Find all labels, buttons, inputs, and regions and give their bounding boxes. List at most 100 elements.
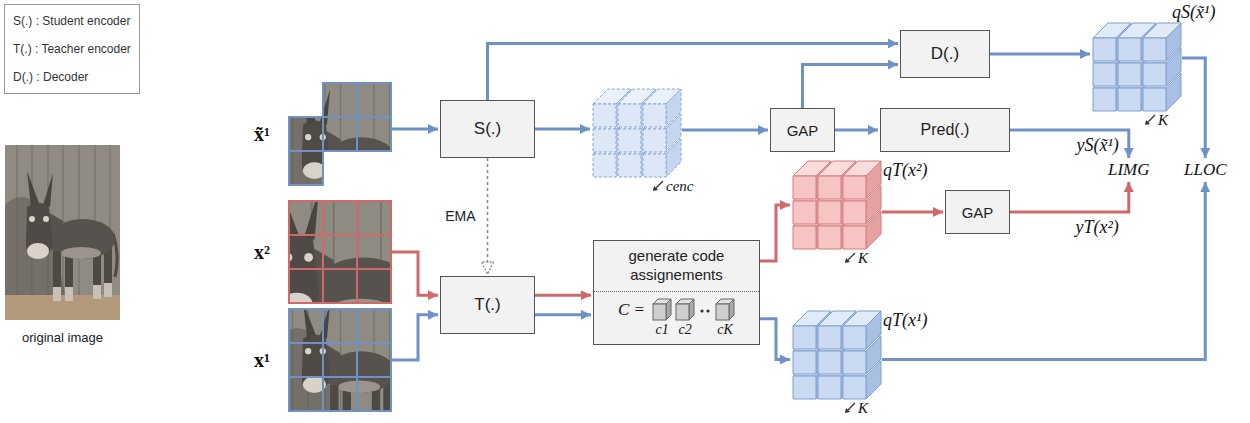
code-vector-icon [676, 304, 689, 320]
cube-cells [618, 104, 641, 127]
feature-cube [792, 160, 882, 250]
patch-grid [289, 269, 323, 303]
legend-entry: T(.) : Teacher encoder [13, 42, 131, 56]
cube-cells [643, 104, 666, 127]
output-label: qT(x²) [883, 160, 927, 180]
patch-grid [289, 151, 323, 185]
cube-cells [1143, 38, 1166, 61]
input-label: x¹ [254, 349, 270, 372]
patch-grid [289, 117, 323, 151]
feature-map: qT(x²) K [792, 160, 927, 268]
cube-cells [1093, 38, 1116, 61]
feature-map: cenc [592, 88, 693, 196]
process-label: generate code assignements [602, 247, 751, 285]
depth-arrow [1145, 120, 1150, 125]
patch-grid [288, 82, 392, 186]
patch-grid [288, 200, 392, 304]
encoder-box: S(.) [440, 100, 535, 158]
connector-arrow [882, 182, 1205, 360]
feature-cube [792, 310, 882, 400]
connector-arrow [487, 158, 489, 274]
cube-cells [1118, 63, 1141, 86]
cube-cells [843, 176, 866, 199]
patch-grid [289, 377, 323, 411]
cube-cells [843, 326, 866, 349]
patch-grid [288, 308, 392, 412]
cube-cells [793, 376, 816, 399]
depth-arrow [845, 258, 850, 263]
cube-cells [1093, 63, 1116, 86]
cube-cells [818, 176, 841, 199]
connector-group [392, 43, 1205, 360]
connector-arrow [760, 319, 790, 360]
connector-arrow [682, 129, 768, 132]
cube-cells [1143, 88, 1166, 111]
patch-grid [289, 235, 323, 269]
feature-map-body [592, 88, 682, 178]
loss-term: LIMG [1108, 160, 1150, 180]
depth-label-row: K [844, 248, 868, 268]
feature-cube [1092, 22, 1182, 112]
cube-cells [793, 176, 816, 199]
box-label: S(.) [474, 119, 501, 139]
patch-grid [288, 308, 392, 412]
patch-grid [357, 117, 391, 151]
connector-arrow [1182, 58, 1205, 158]
patch-grid [323, 309, 357, 343]
depth-arrow [653, 186, 658, 191]
depth-arrow [1147, 115, 1155, 123]
patch-grid [323, 117, 357, 151]
output-label: qS(x̃¹) [1172, 2, 1215, 22]
cube-cells [818, 326, 841, 349]
code-vector: c1 [652, 298, 672, 337]
connector-arrow [488, 43, 899, 100]
patch-grid [357, 309, 391, 343]
ellipsis-dots [698, 298, 712, 322]
patch-grid [289, 343, 323, 377]
edge-label: yT(x²) [1073, 217, 1120, 237]
connector-arrow [882, 211, 943, 214]
cube-cells [843, 161, 881, 199]
code-vector-icon [689, 299, 694, 320]
box-label: D(.) [931, 44, 959, 64]
cube-cells [1093, 23, 1181, 111]
box-label: GAP [962, 204, 994, 221]
cube-cells [843, 351, 866, 374]
cube-cells [843, 376, 866, 399]
cube-cells [666, 89, 681, 127]
pooling-box: GAP [770, 108, 835, 152]
input-view: x¹ [230, 308, 392, 412]
code-vector-icon [716, 304, 729, 320]
patch-grid [323, 83, 357, 117]
feature-cube [592, 88, 682, 178]
patch-grid [323, 269, 357, 303]
cube-cells [793, 161, 881, 249]
cube-cells [1143, 63, 1166, 86]
cube-cells [618, 154, 641, 177]
cube-cells [843, 311, 881, 349]
code-label: c2 [678, 322, 691, 337]
code-vector-icon [675, 298, 695, 322]
cube-cells [643, 154, 666, 177]
encoder-box: T(.) [440, 276, 535, 334]
cube-cells [1118, 88, 1141, 111]
dimension-label: K [858, 398, 868, 418]
code-label: cK [717, 322, 733, 337]
depth-label-row: K [844, 398, 868, 418]
cube-cells [843, 201, 866, 224]
cube-cells [866, 161, 881, 199]
depth-arrow [845, 408, 850, 413]
box-label: Pred(.) [921, 121, 970, 139]
patch-grid [288, 200, 392, 304]
connector-arrow [835, 129, 878, 132]
dimension-label: K [1158, 110, 1168, 130]
loss-label: LLOC [1184, 160, 1227, 180]
connector-arrow [1010, 182, 1129, 212]
connector-arrow [535, 313, 591, 316]
cube-cells [618, 129, 641, 152]
cube-cells [1143, 23, 1181, 61]
feature-map-body [1092, 22, 1182, 112]
depth-arrow [847, 253, 855, 261]
cube-cells [1118, 38, 1141, 61]
connector-arrow [760, 205, 790, 261]
